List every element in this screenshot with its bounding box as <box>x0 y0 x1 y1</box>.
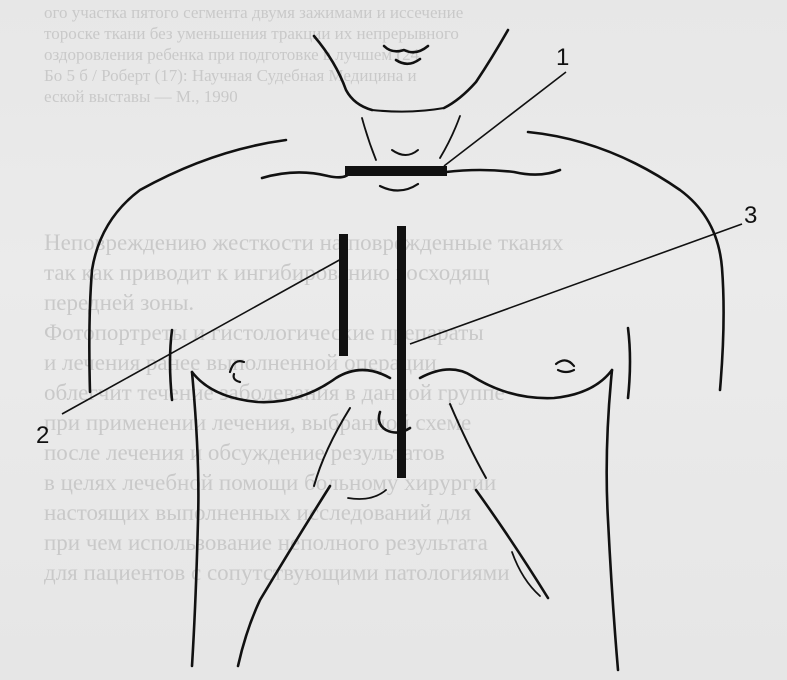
linea-left <box>314 408 350 486</box>
incision-3-median <box>397 226 406 478</box>
right-nipple <box>556 360 574 372</box>
right-pectoral <box>420 369 612 398</box>
sternomastoid-left <box>362 118 376 160</box>
abdomen-fold <box>348 490 386 499</box>
abdomen-mark <box>512 552 540 596</box>
incision-1-collar <box>345 166 447 176</box>
groin-right <box>476 490 548 598</box>
groin-left <box>238 486 330 666</box>
jugular-notch <box>380 184 418 191</box>
left-arm-inner <box>170 330 172 400</box>
leader-line-2 <box>62 258 343 414</box>
right-clavicle <box>446 170 560 175</box>
callout-label-2: 2 <box>36 424 49 448</box>
left-clavicle <box>262 172 350 178</box>
left-nipple <box>230 361 244 382</box>
leader-line-3 <box>410 224 742 344</box>
neck-right-outline <box>444 30 508 108</box>
right-arm-inner <box>628 328 630 398</box>
larynx-outline <box>392 150 418 155</box>
chin-outline <box>384 46 428 52</box>
incision-2-paramedian <box>339 234 348 356</box>
chin-dimple <box>396 59 420 64</box>
left-torso-side <box>192 372 198 666</box>
left-pectoral <box>192 370 390 402</box>
neck-left-outline <box>314 36 372 110</box>
left-shoulder-outline <box>89 140 286 392</box>
callout-label-1: 1 <box>556 46 569 70</box>
callout-label-3: 3 <box>744 204 757 228</box>
sternomastoid-right <box>440 116 460 158</box>
linea-right <box>450 404 486 478</box>
right-torso-side <box>607 370 618 670</box>
leader-line-1 <box>444 72 566 166</box>
jaw-line <box>372 108 444 112</box>
